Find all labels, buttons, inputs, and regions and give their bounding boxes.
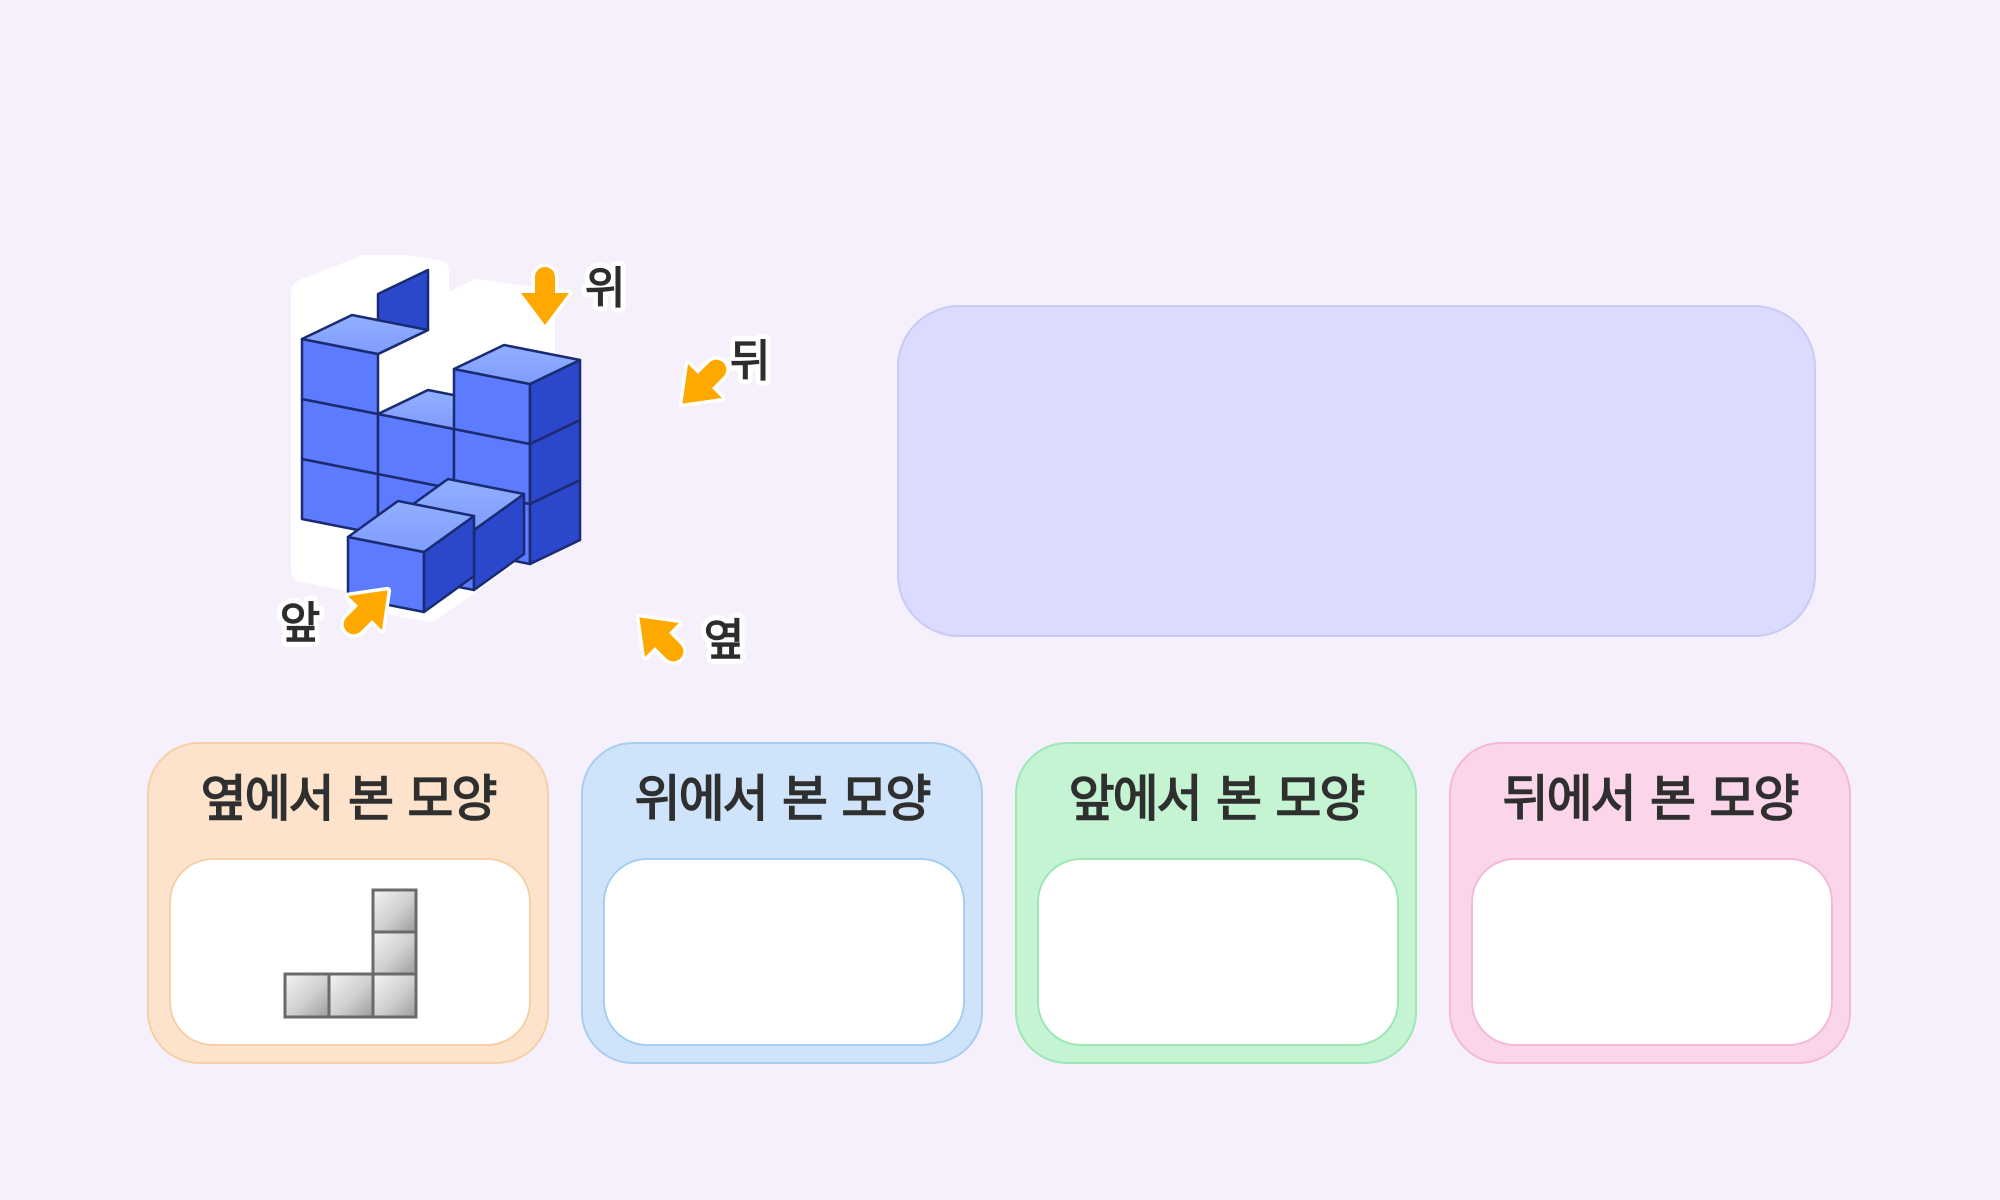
side-view-title: 옆에서 본 모양	[200, 770, 498, 828]
side-view-answer-slot[interactable]	[169, 858, 531, 1046]
front-view-answer-slot[interactable]	[1037, 858, 1399, 1046]
label-side: 옆	[704, 615, 744, 666]
side-view-card: 옆에서 본 모양	[147, 742, 549, 1064]
grey-square	[371, 972, 418, 1019]
label-back: 뒤	[730, 336, 770, 387]
back-view-title: 뒤에서 본 모양	[1502, 770, 1800, 828]
back-view-answer-slot[interactable]	[1471, 858, 1833, 1046]
top-view-answer-slot[interactable]	[603, 858, 965, 1046]
grey-square	[327, 972, 375, 1019]
grey-square	[371, 888, 418, 934]
arrow-down-icon	[517, 263, 573, 329]
grey-square	[371, 930, 418, 976]
arrow-down-left-icon	[678, 356, 730, 408]
answer-drop-area[interactable]	[897, 305, 1816, 637]
top-view-title: 위에서 본 모양	[634, 770, 932, 828]
cube-stack-figure: 위 뒤 앞 옆	[275, 255, 775, 671]
front-view-title: 앞에서 본 모양	[1068, 770, 1366, 828]
arrow-up-left-icon	[635, 613, 687, 665]
front-view-card: 앞에서 본 모양	[1015, 742, 1417, 1064]
cube-column-back-left	[300, 268, 430, 536]
side-view-block-shape[interactable]	[283, 888, 419, 1020]
top-view-card: 위에서 본 모양	[581, 742, 983, 1064]
grey-square	[283, 972, 331, 1019]
arrow-up-right-icon	[340, 586, 392, 638]
back-view-card: 뒤에서 본 모양	[1449, 742, 1851, 1064]
label-top: 위	[585, 263, 625, 314]
label-front: 앞	[280, 598, 320, 649]
